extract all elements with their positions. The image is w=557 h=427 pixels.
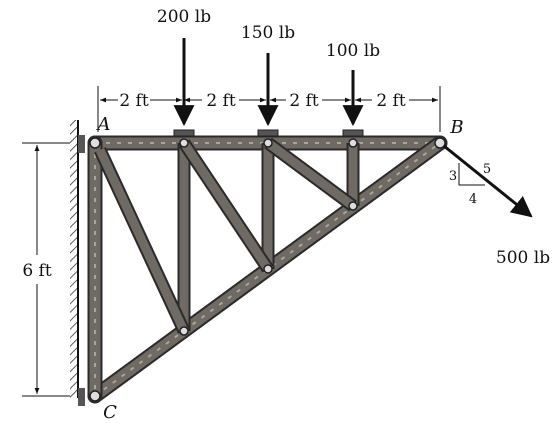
slope-hyp: 5 [483, 162, 491, 177]
slope-triangle [458, 163, 485, 186]
truss-joints [89, 137, 446, 402]
member-diagonal-2 [178, 139, 274, 273]
joint-top-1 [179, 138, 189, 148]
dim-height: 6 ft [22, 261, 52, 281]
slope-run: 4 [469, 192, 477, 207]
joint-c [89, 390, 101, 402]
load-label-100: 100 lb [326, 41, 380, 61]
wall-support [70, 120, 85, 406]
load-label-500: 500 lb [496, 248, 550, 268]
label-point-a: A [96, 114, 111, 135]
member-diagonal-3 [264, 137, 357, 212]
joint-b [434, 137, 446, 149]
slope-rise: 3 [449, 169, 457, 184]
joint-bottom-2 [263, 264, 273, 274]
joint-bottom-3 [348, 201, 358, 211]
load-plates [173, 129, 364, 137]
member-diagonal-1 [94, 147, 190, 334]
load-arrow-500 [443, 144, 533, 218]
joint-bottom-1 [179, 326, 189, 336]
label-point-b: B [449, 117, 463, 138]
dim-top-4: 2 ft [376, 91, 406, 111]
load-label-150: 150 lb [241, 23, 295, 43]
dim-top-2: 2 ft [206, 91, 236, 111]
label-point-c: C [103, 402, 117, 423]
joint-top-2 [263, 138, 273, 148]
joint-top-3 [348, 138, 358, 148]
angled-load: 3 4 5 500 lb [443, 144, 550, 268]
dim-top-3: 2 ft [289, 91, 319, 111]
load-label-200: 200 lb [157, 7, 211, 27]
joint-a [89, 137, 101, 149]
dim-top-1: 2 ft [119, 91, 149, 111]
height-dimension [22, 142, 70, 397]
top-dimension [97, 86, 441, 132]
